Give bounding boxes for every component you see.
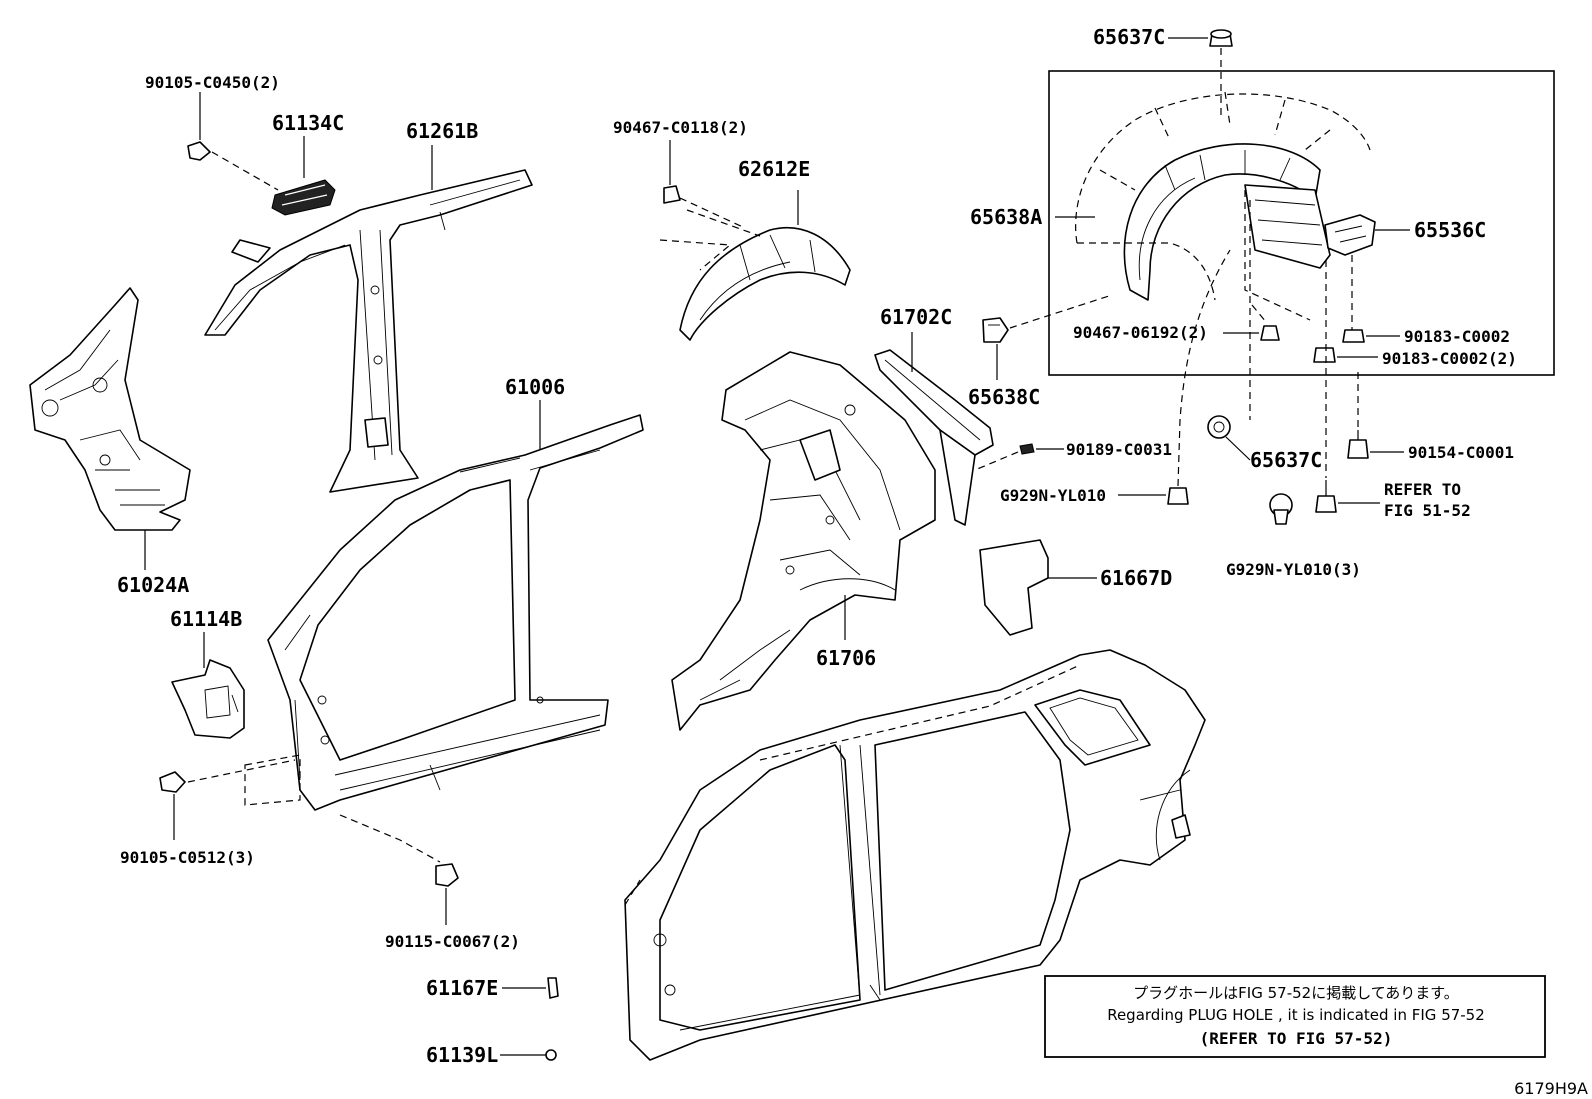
clip-65638C [982, 294, 1113, 380]
label-65638C: 65638C [968, 385, 1040, 409]
label-65637C-top: 65637C [1093, 25, 1165, 49]
label-61139L: 61139L [426, 1043, 498, 1067]
label-65637C-mid: 65637C [1250, 448, 1322, 472]
screw-90154-C0001 [1347, 372, 1404, 459]
label-61114B: 61114B [170, 607, 242, 631]
bolt-90115-C0067 [339, 814, 459, 925]
clip-65637C-mid [1207, 200, 1251, 461]
label-90154-C0001: 90154-C0001 [1408, 443, 1514, 462]
label-90189-C0031: 90189-C0031 [1066, 440, 1172, 459]
label-90105-C0450: 90105-C0450(2) [145, 73, 280, 92]
label-90467-06192: 90467-06192(2) [1073, 323, 1208, 342]
liner-group-box [1048, 70, 1555, 376]
pad-61667D [979, 539, 1097, 636]
reinforcement-61134C [271, 136, 336, 216]
bracket-61114B [171, 632, 245, 739]
plug-hole-note: プラグホールはFIG 57-52に掲載してあります。 Regarding PLU… [1044, 975, 1546, 1058]
side-outer-panel [624, 649, 1206, 1061]
label-refer-line1: REFER TO [1384, 480, 1461, 499]
label-90105-C0512: 90105-C0512(3) [120, 848, 255, 867]
clip-90467-C0118 [663, 140, 746, 229]
bolt-90105-C0512 [159, 759, 296, 840]
figure-code: 6179H9A [1514, 1079, 1588, 1098]
bolt-90105-C0450 [187, 92, 279, 191]
label-G929N-YL010-3: G929N-YL010(3) [1226, 560, 1361, 579]
clip-90467-06192 [1223, 304, 1280, 341]
bracket-65536C [1324, 214, 1410, 330]
note-line-ref: (REFER TO FIG 57-52) [1200, 1029, 1393, 1048]
label-90115-C0067: 90115-C0067(2) [385, 932, 520, 951]
panel-61006 [244, 400, 644, 811]
label-refer-line2: FIG 51-52 [1384, 501, 1471, 520]
clip-65637C-top [1168, 29, 1233, 120]
clip-G929N-YL010-3 [1269, 493, 1293, 525]
screw-refer-fig [1315, 260, 1380, 513]
pillar-61024A [29, 287, 191, 570]
label-61261B: 61261B [406, 119, 478, 143]
nuts-90183 [1313, 329, 1400, 363]
clip-90189-C0031 [974, 443, 1064, 471]
label-61706: 61706 [816, 646, 876, 670]
label-90467-C0118: 90467-C0118(2) [613, 118, 748, 137]
label-62612E: 62612E [738, 157, 810, 181]
label-65638A: 65638A [970, 205, 1042, 229]
label-65536C: 65536C [1414, 218, 1486, 242]
plug-61139L [500, 1049, 557, 1061]
label-61134C: 61134C [272, 111, 344, 135]
note-line-en: Regarding PLUG HOLE , it is indicated in… [1107, 1006, 1485, 1024]
pillar-61261B [204, 145, 533, 493]
label-61167E: 61167E [426, 976, 498, 1000]
clip-G929N-YL010 [1118, 249, 1231, 505]
panel-61706 [671, 351, 936, 731]
label-90183-C0002: 90183-C0002 [1404, 327, 1510, 346]
strip-61702C [874, 332, 994, 526]
fender-liner-65638A [1055, 91, 1371, 321]
note-line-jp: プラグホールはFIG 57-52に掲載してあります。 [1133, 984, 1459, 1002]
label-61702C: 61702C [880, 305, 952, 329]
label-90183-C0002-2: 90183-C0002(2) [1382, 349, 1517, 368]
label-61006: 61006 [505, 375, 565, 399]
label-61024A: 61024A [117, 573, 189, 597]
label-61667D: 61667D [1100, 566, 1172, 590]
wheelhouse-62612E [659, 190, 851, 341]
plug-61167E [502, 977, 559, 999]
label-G929N-YL010: G929N-YL010 [1000, 486, 1106, 505]
